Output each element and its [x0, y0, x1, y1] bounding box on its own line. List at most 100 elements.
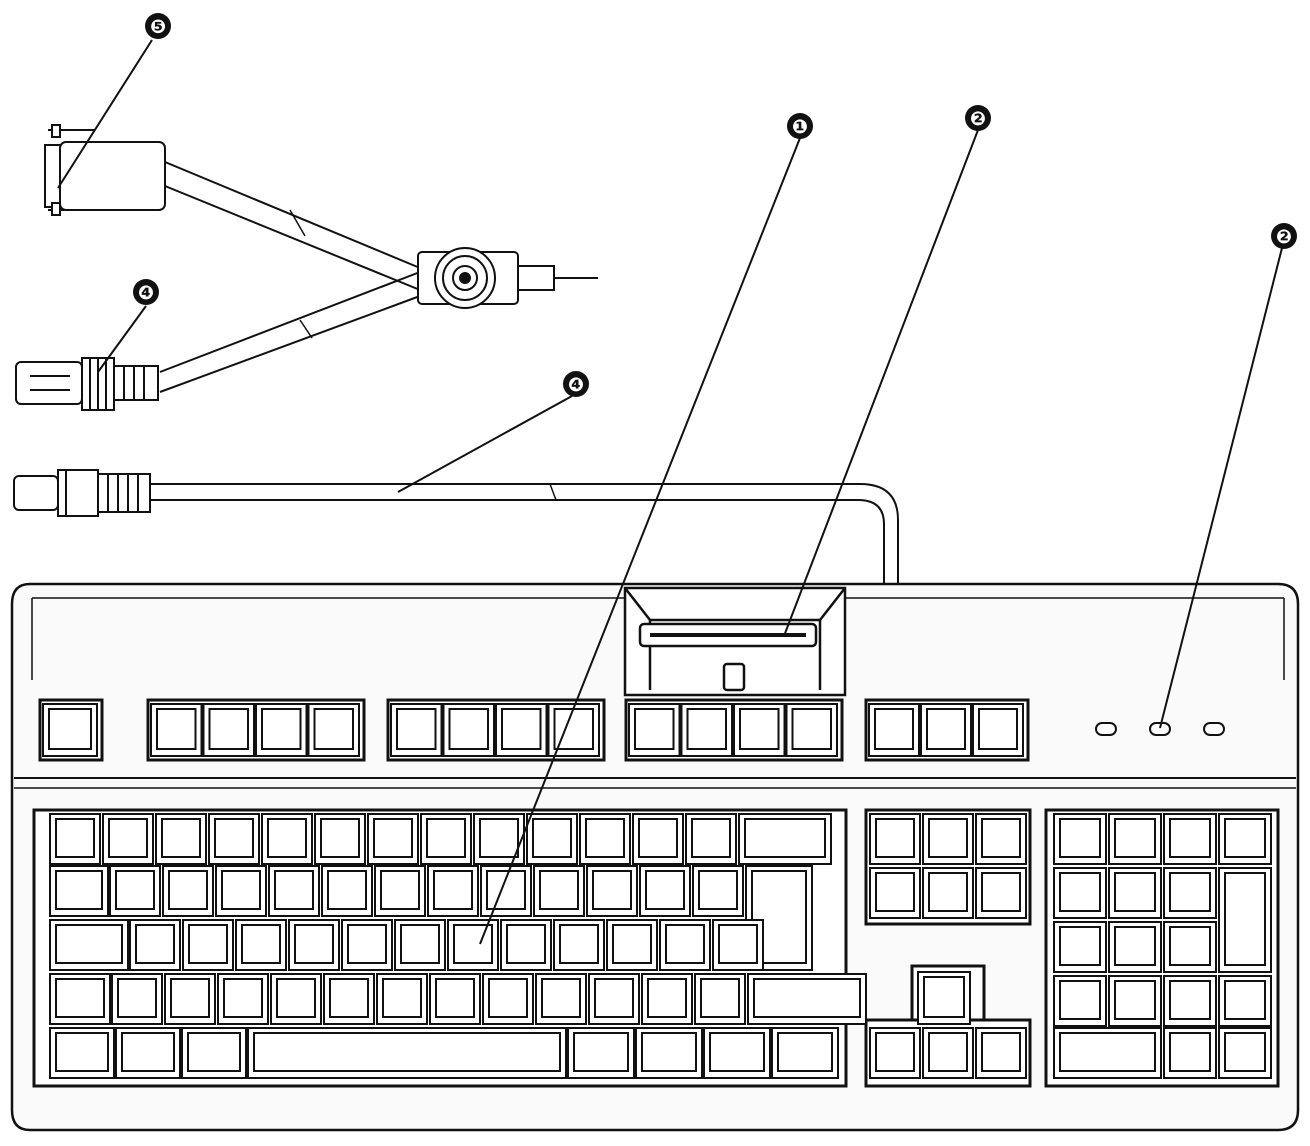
key [1053, 867, 1107, 919]
key-top [539, 870, 579, 910]
key-top [156, 708, 197, 750]
key [922, 867, 974, 919]
callout-leaders [57, 39, 1283, 945]
key [208, 813, 260, 865]
key-top [1169, 1032, 1211, 1072]
key-top [117, 978, 157, 1018]
key [49, 1027, 115, 1079]
key-top [981, 818, 1021, 858]
key [109, 865, 161, 917]
key [394, 919, 446, 971]
key-top [506, 924, 546, 964]
key [447, 919, 499, 971]
serial-connector [44, 124, 166, 216]
key-top [647, 978, 687, 1018]
key-top [108, 818, 148, 858]
key-top [686, 708, 727, 750]
key [694, 973, 746, 1025]
key [247, 1027, 567, 1079]
key-top [1059, 872, 1101, 912]
key [202, 703, 255, 757]
key-top [320, 818, 360, 858]
key-top [55, 818, 95, 858]
key [632, 813, 684, 865]
key-top [1224, 818, 1266, 858]
key [374, 865, 426, 917]
key-top [612, 924, 652, 964]
key [268, 865, 320, 917]
key [785, 703, 838, 757]
key [164, 973, 216, 1025]
key [49, 973, 111, 1025]
key [639, 865, 691, 917]
key-top [135, 924, 175, 964]
callout-1-keyboard: ❶ [787, 113, 813, 139]
key-top [115, 870, 155, 910]
key [42, 703, 98, 757]
key-top [276, 978, 316, 1018]
key-top [875, 1032, 915, 1072]
key-top [585, 818, 625, 858]
key [150, 703, 203, 757]
key-top [1114, 818, 1156, 858]
key [733, 703, 786, 757]
key [49, 813, 101, 865]
key-top [1114, 872, 1156, 912]
key-top [1224, 980, 1266, 1020]
key-top [928, 1032, 968, 1072]
key-top [923, 976, 965, 1018]
key [869, 867, 921, 919]
key [215, 865, 267, 917]
callout-4-y-cable-connector: ❹ [133, 279, 159, 305]
key [1053, 975, 1107, 1027]
keyboard-cable [13, 469, 899, 586]
key [553, 919, 605, 971]
key-top [214, 818, 254, 858]
key-top [329, 978, 369, 1018]
key-top [187, 1032, 241, 1072]
key [975, 813, 1027, 865]
key-top [709, 1032, 765, 1072]
key [420, 813, 472, 865]
key-top [700, 978, 740, 1018]
key-top [641, 1032, 697, 1072]
key-top [978, 708, 1018, 750]
key-top [875, 872, 915, 912]
key [1053, 921, 1107, 973]
key-top [1059, 926, 1101, 966]
callout-badges: ❶ ❷ ❷ ❹ ❹ ❺ [133, 13, 1297, 397]
key-top [981, 1032, 1021, 1072]
key [628, 703, 681, 757]
key-top [327, 870, 367, 910]
key-top [241, 924, 281, 964]
key [659, 919, 711, 971]
key [427, 865, 479, 917]
key-top [121, 1032, 175, 1072]
key [288, 919, 340, 971]
key [920, 703, 972, 757]
key [129, 919, 181, 971]
key-top [448, 708, 489, 750]
key [712, 919, 764, 971]
key [500, 919, 552, 971]
key [182, 919, 234, 971]
key-top [426, 818, 466, 858]
key-top [170, 978, 210, 1018]
key-top [435, 978, 475, 1018]
smart-card-reader [623, 586, 847, 697]
key-top [55, 870, 103, 910]
key [526, 813, 578, 865]
key [1163, 813, 1217, 865]
key-top [1169, 818, 1211, 858]
key [495, 703, 548, 757]
key-top [1224, 1032, 1266, 1072]
key [641, 973, 693, 1025]
key-top [928, 818, 968, 858]
key-top [253, 1032, 561, 1072]
key-top [791, 708, 832, 750]
key-top [223, 978, 263, 1018]
key-top [638, 818, 678, 858]
key [635, 1027, 703, 1079]
lower-branch-cable [159, 271, 421, 393]
